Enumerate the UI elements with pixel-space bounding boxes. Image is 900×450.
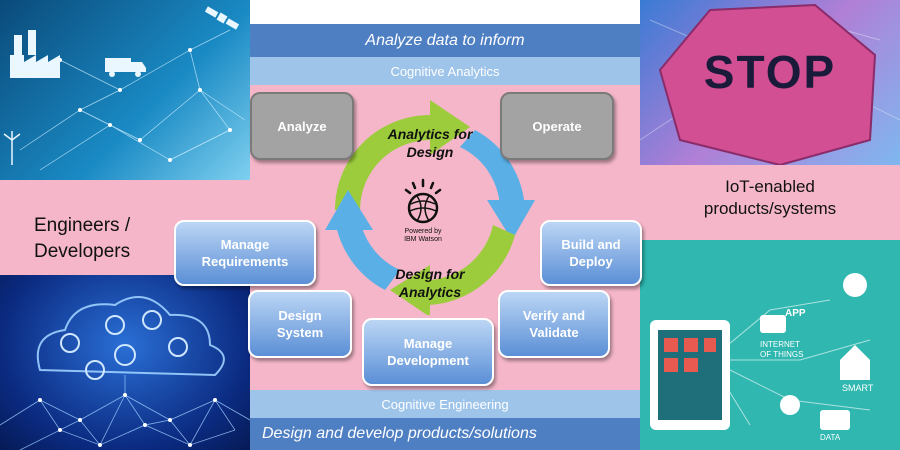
design-for-analytics-line2: Analytics xyxy=(398,284,462,300)
stop-text: STOP xyxy=(703,46,837,98)
bottom-sub-text: Cognitive Engineering xyxy=(381,396,509,412)
iot-illustration xyxy=(650,273,871,430)
analyze-label: Analyze xyxy=(277,118,327,134)
iot-tag-data: DATA xyxy=(820,433,841,442)
house-icon xyxy=(840,345,870,380)
watson-logo-icon xyxy=(404,178,442,224)
green-arrowhead-top xyxy=(430,100,470,155)
bottom-sub-bar: Cognitive Engineering xyxy=(250,390,640,418)
blue-arrow-left xyxy=(335,220,400,290)
factory-network-image xyxy=(0,0,250,180)
watson-text: Powered by IBM Watson xyxy=(390,228,456,244)
bottom-bar-text: Design and develop products/solutions xyxy=(262,425,537,442)
satellite-icon xyxy=(204,6,240,30)
top-sub-text: Cognitive Analytics xyxy=(390,63,500,79)
top-sub-bar: Cognitive Analytics xyxy=(250,57,640,85)
iot-tag-internet: INTERNET xyxy=(760,340,800,349)
factory-icon xyxy=(10,30,60,78)
stop-sign-octagon xyxy=(658,3,877,165)
cloud-node-icon xyxy=(780,395,800,415)
green-arrow-top xyxy=(335,115,430,210)
operate-label: Operate xyxy=(532,118,582,134)
analytics-for-design: Analytics for Design xyxy=(365,125,495,161)
device-icon xyxy=(760,315,786,333)
iot-label-line2: products/systems xyxy=(703,199,837,218)
blue-arrowhead-right xyxy=(487,200,535,240)
manage-development-line1: Manage xyxy=(403,336,453,351)
design-system-line2: System xyxy=(276,325,324,340)
blue-arrowhead-left xyxy=(325,190,373,230)
top-bar: Analyze data to inform xyxy=(250,24,640,57)
design-for-analytics-line1: Design for xyxy=(395,266,465,282)
manage-requirements-line2: Requirements xyxy=(201,254,289,269)
cloud-network-illustration xyxy=(0,296,250,450)
build-deploy-line2: Deploy xyxy=(569,254,613,269)
factory-network-illustration xyxy=(3,6,246,171)
verify-validate-line2: Validate xyxy=(529,325,579,340)
green-arrowhead-bottom xyxy=(390,265,430,315)
cloud-network-image xyxy=(0,275,250,450)
cloud-outline xyxy=(36,296,225,377)
manage-development-line2: Development xyxy=(387,353,469,368)
iot-tag-smart: SMART xyxy=(842,383,874,393)
iot-tag-app: APP xyxy=(785,308,806,319)
design-for-analytics: Design for Analytics xyxy=(365,265,495,301)
wind-turbine-icon xyxy=(3,131,21,165)
top-bar-text: Analyze data to inform xyxy=(365,31,525,49)
watson-text-line2: IBM Watson xyxy=(404,236,442,243)
analyze-box: Analyze xyxy=(250,92,354,160)
truck-icon xyxy=(105,58,146,77)
green-arrow-bottom xyxy=(430,225,515,305)
cycle-arrows xyxy=(325,100,535,315)
mesh-lines xyxy=(0,375,250,450)
node-icon xyxy=(843,273,867,297)
engineers-label: Engineers / Developers xyxy=(34,213,234,265)
engineers-label-line2: Developers xyxy=(34,241,131,262)
build-deploy-line1: Build and xyxy=(561,237,621,252)
blue-arrow-right xyxy=(460,130,525,210)
design-system-line1: Design xyxy=(278,308,322,323)
watson-text-line1: Powered by xyxy=(404,228,442,235)
analytics-for-design-line1: Analytics for xyxy=(387,126,473,142)
engineers-label-line1: Engineers / xyxy=(34,215,131,236)
operate-box: Operate xyxy=(500,92,614,160)
top-white-strip xyxy=(250,0,640,24)
iot-label: IoT-enabled products/systems xyxy=(660,176,880,220)
iot-tag-things: OF THINGS xyxy=(760,350,804,359)
iot-label-line1: IoT-enabled xyxy=(725,177,815,196)
bottom-bar: Design and develop products/solutions xyxy=(250,418,640,450)
verify-validate-line1: Verify and xyxy=(522,308,586,323)
cloud-icons xyxy=(60,310,188,380)
stop-image: STOP xyxy=(640,0,900,165)
analytics-for-design-line2: Design xyxy=(406,144,454,160)
iot-image: APP INTERNET OF THINGS SMART DATA xyxy=(640,240,900,450)
stop-illustration xyxy=(640,3,900,165)
manage-requirements-line1: Manage xyxy=(220,237,270,252)
